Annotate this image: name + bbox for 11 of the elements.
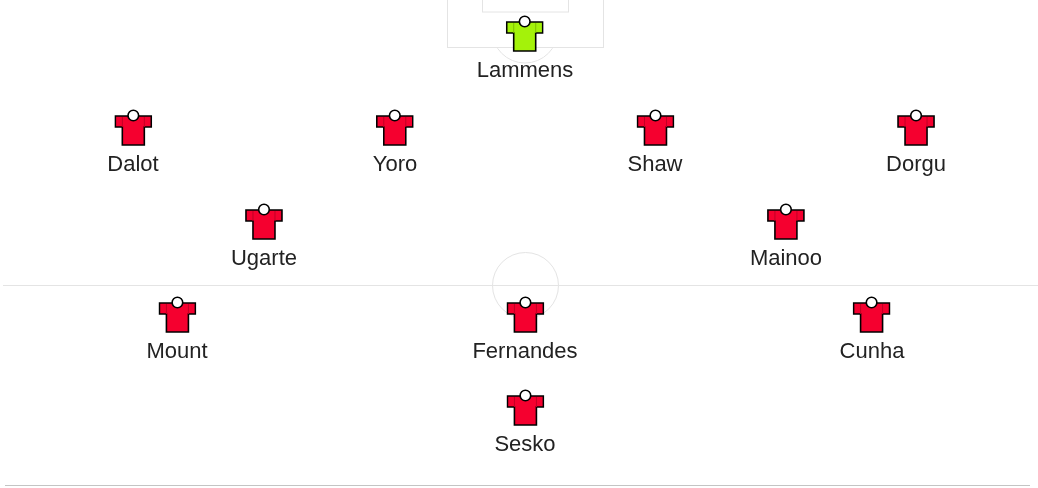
- player-name: Dalot: [107, 151, 159, 177]
- player-name: Yoro: [372, 151, 418, 177]
- player-name: Mount: [146, 338, 208, 364]
- player-name: Ugarte: [231, 245, 297, 271]
- player-name: Shaw: [627, 151, 683, 177]
- player-name: Dorgu: [886, 151, 946, 177]
- player-name: Cunha: [839, 338, 905, 364]
- player-name: Fernandes: [472, 338, 578, 364]
- player-name: Mainoo: [749, 245, 823, 271]
- player-name: Lammens: [476, 57, 574, 83]
- player-name: Sesko: [494, 431, 556, 457]
